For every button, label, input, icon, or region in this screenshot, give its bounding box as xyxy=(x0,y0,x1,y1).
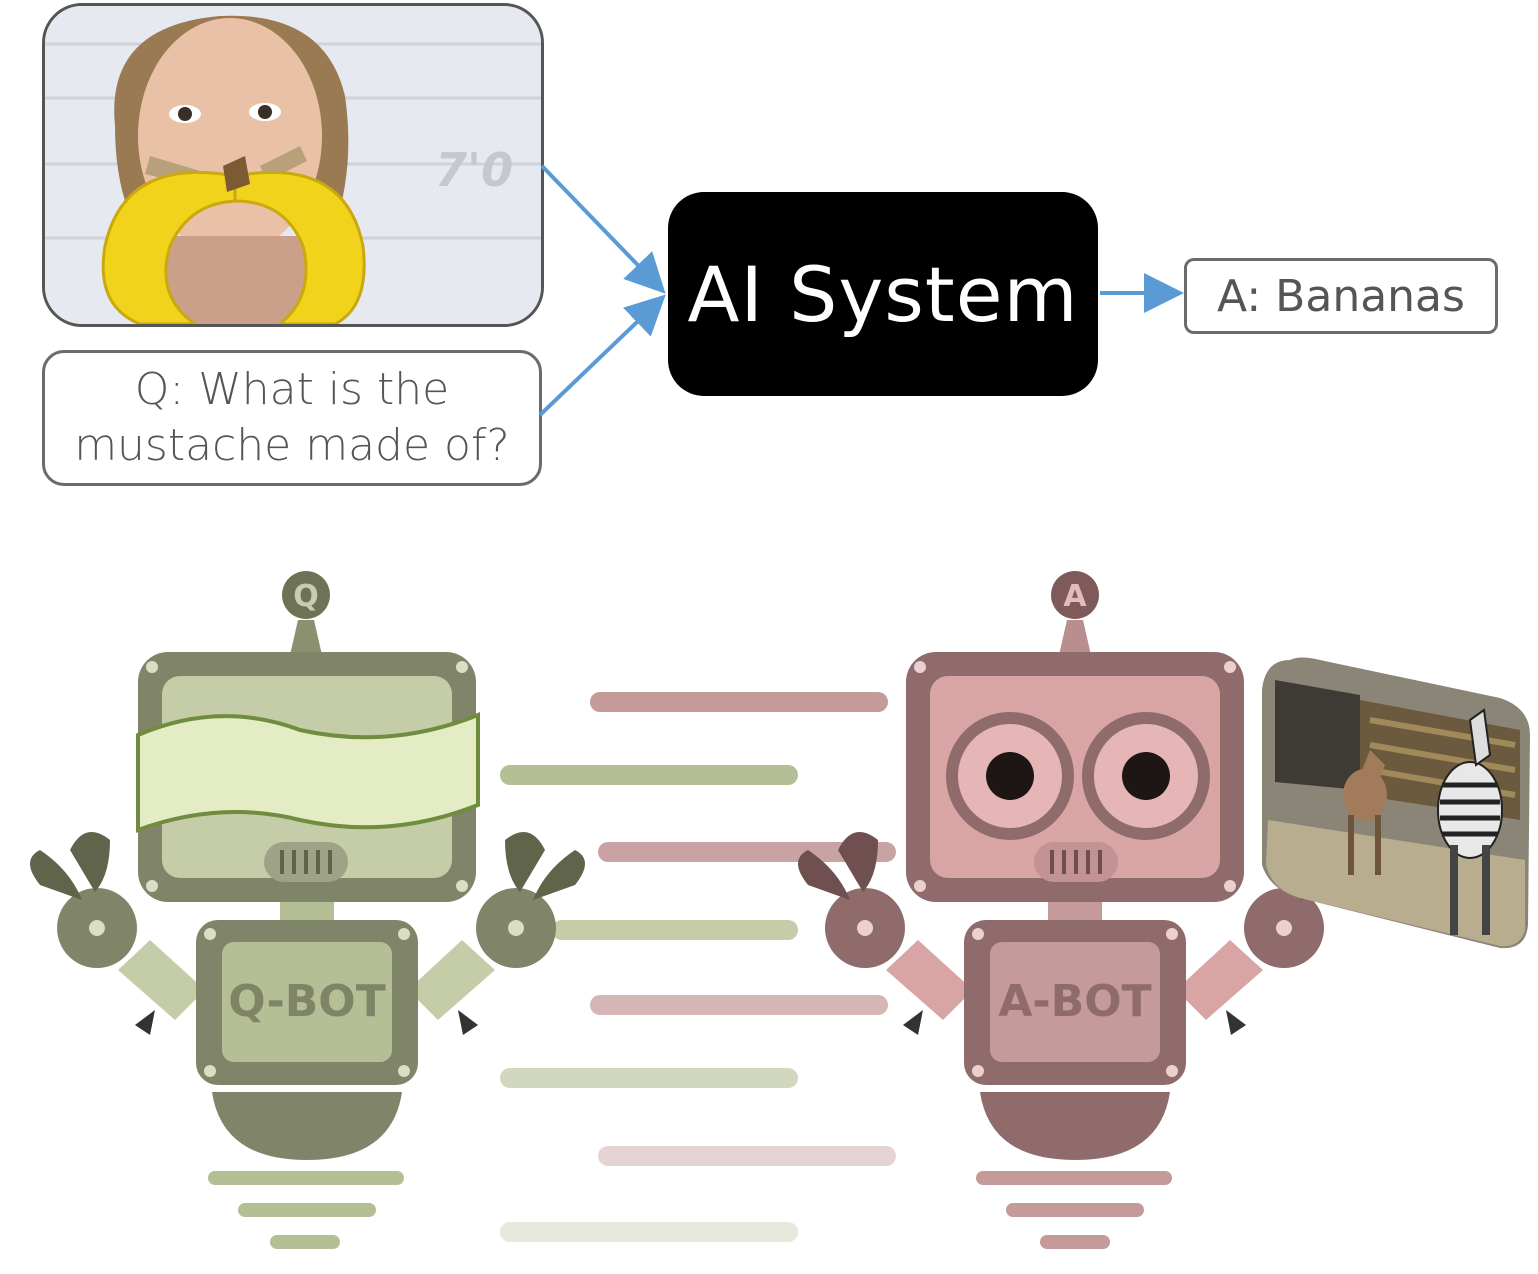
dialog-bar-question xyxy=(500,1068,798,1088)
q-bot-antenna-letter: Q xyxy=(293,579,319,614)
photo-mustache-bananas: 7'0 xyxy=(42,3,544,327)
a-bot: A xyxy=(798,571,1353,1249)
dialog-bar-answer xyxy=(598,1146,896,1166)
dialog-bar-question xyxy=(552,920,798,940)
wall-height-label: 7'0 xyxy=(435,143,513,197)
dialog-bar-answer xyxy=(590,995,888,1015)
arrow-question-to-system xyxy=(538,294,666,417)
dialog-bar-question xyxy=(500,1222,798,1242)
ai-system-label: AI System xyxy=(687,249,1079,339)
q-bot-chest-label: Q-BOT xyxy=(228,976,385,1027)
a-bot-chest-label: A-BOT xyxy=(998,976,1151,1027)
photo-illustration: 7'0 xyxy=(45,6,541,324)
answer-box: A: Bananas xyxy=(1184,258,1498,334)
ai-system-box: AI System xyxy=(668,192,1098,396)
dialog-bars xyxy=(500,692,896,1242)
flow-arrows xyxy=(538,164,1184,417)
dialog-bar-question xyxy=(500,765,798,785)
answer-text: A: Bananas xyxy=(1217,270,1465,322)
qbot-abot-illustration: Q Q-BOT xyxy=(30,571,1530,1249)
q-bot: Q Q-BOT xyxy=(30,571,585,1249)
question-box: Q: What is the mustache made of? xyxy=(42,350,542,486)
a-bot-antenna-letter: A xyxy=(1063,579,1087,614)
dialog-bar-answer xyxy=(590,692,888,712)
zebra-photo-card xyxy=(1262,657,1530,949)
question-text: Q: What is the mustache made of? xyxy=(74,364,510,471)
arrow-photo-to-system xyxy=(540,164,666,294)
dialog-bar-answer xyxy=(598,842,896,862)
